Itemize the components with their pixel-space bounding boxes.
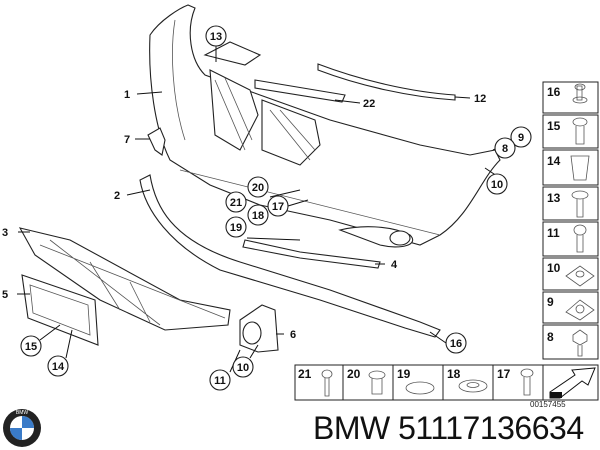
callout-12: 12 bbox=[474, 93, 486, 105]
callout-10: 10 bbox=[486, 173, 508, 195]
svg-text:16: 16 bbox=[547, 85, 561, 99]
svg-text:21: 21 bbox=[298, 367, 312, 381]
svg-text:17: 17 bbox=[272, 201, 284, 213]
spoiler-2 bbox=[139, 174, 441, 338]
svg-text:19: 19 bbox=[230, 222, 242, 234]
callout-7: 7 bbox=[124, 134, 130, 146]
front-bumper-cover bbox=[149, 4, 501, 248]
callout-13: 13 bbox=[205, 25, 227, 47]
svg-text:14: 14 bbox=[52, 361, 65, 373]
bmw-logo: BMW bbox=[3, 409, 41, 447]
callout-3: 3 bbox=[2, 227, 8, 239]
callout-8: 8 bbox=[494, 137, 516, 159]
svg-text:18: 18 bbox=[252, 210, 264, 222]
bracket-7 bbox=[147, 127, 166, 156]
callout-18: 18 bbox=[247, 204, 269, 226]
callout-10b: 10 bbox=[232, 356, 254, 378]
seal-strip-12 bbox=[317, 63, 456, 101]
callout-17: 17 bbox=[267, 195, 289, 217]
callout-9: 9 bbox=[510, 126, 532, 148]
svg-text:9: 9 bbox=[547, 295, 554, 309]
callout-21: 21 bbox=[225, 191, 247, 213]
license-plate-holder-5 bbox=[21, 274, 99, 346]
svg-text:10: 10 bbox=[547, 261, 561, 275]
callout-14: 14 bbox=[47, 355, 69, 377]
svg-text:11: 11 bbox=[547, 226, 560, 240]
svg-text:15: 15 bbox=[547, 119, 561, 133]
svg-text:14: 14 bbox=[547, 154, 561, 168]
svg-text:11: 11 bbox=[214, 375, 226, 387]
callout-20: 20 bbox=[247, 176, 269, 198]
svg-text:21: 21 bbox=[230, 197, 242, 209]
bracket-22 bbox=[254, 79, 346, 103]
callout-15: 15 bbox=[20, 335, 42, 357]
svg-text:8: 8 bbox=[547, 330, 554, 344]
callout-19: 19 bbox=[225, 216, 247, 238]
svg-text:BMW: BMW bbox=[16, 410, 29, 416]
svg-text:20: 20 bbox=[252, 182, 264, 194]
callout-16: 16 bbox=[445, 332, 467, 354]
svg-text:17: 17 bbox=[497, 367, 511, 381]
svg-text:13: 13 bbox=[547, 191, 561, 205]
part-title: BMW 51117136634 bbox=[313, 410, 584, 446]
callout-4: 4 bbox=[391, 259, 398, 271]
svg-text:9: 9 bbox=[518, 132, 524, 144]
callout-2: 2 bbox=[114, 190, 120, 202]
callout-5: 5 bbox=[2, 289, 8, 301]
side-parts-table: 16 15 14 13 11 10 9 8 bbox=[542, 81, 599, 360]
grille-3 bbox=[18, 227, 231, 331]
callout-11: 11 bbox=[209, 369, 231, 391]
svg-text:19: 19 bbox=[397, 367, 411, 381]
drawing-number: 00157455 bbox=[530, 400, 566, 409]
svg-text:10: 10 bbox=[491, 179, 503, 191]
svg-text:13: 13 bbox=[210, 31, 222, 43]
callout-1: 1 bbox=[124, 89, 130, 101]
bottom-parts-table: 21 20 19 18 17 bbox=[294, 364, 599, 401]
svg-text:16: 16 bbox=[450, 338, 462, 350]
svg-text:20: 20 bbox=[347, 367, 361, 381]
callout-22: 22 bbox=[363, 98, 375, 110]
svg-text:10: 10 bbox=[237, 362, 249, 374]
svg-text:18: 18 bbox=[447, 367, 461, 381]
callout-6: 6 bbox=[290, 329, 296, 341]
svg-text:15: 15 bbox=[25, 341, 37, 353]
trim-4 bbox=[242, 239, 381, 269]
svg-text:8: 8 bbox=[502, 143, 508, 155]
